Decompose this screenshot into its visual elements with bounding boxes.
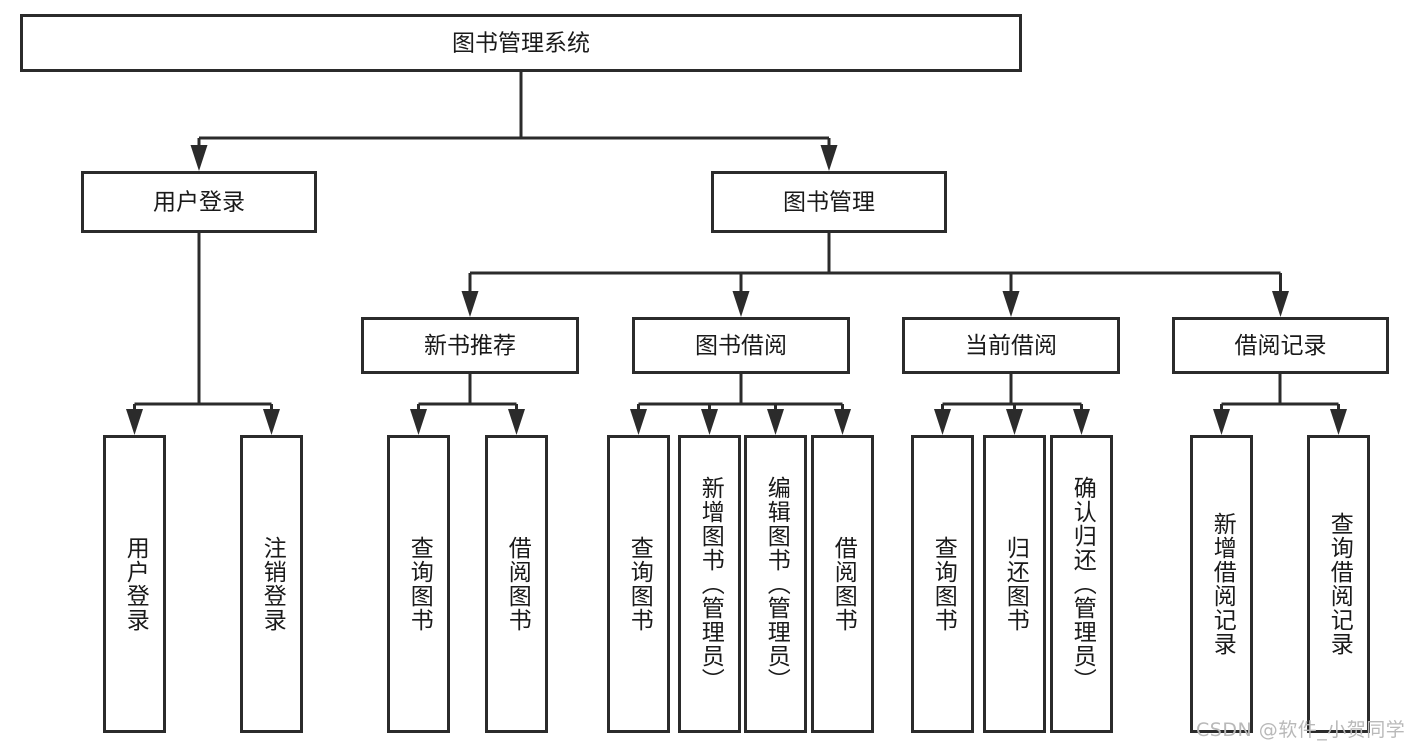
node-label: 用户登录 [153,190,245,216]
node-box[interactable] [1172,317,1389,374]
arrow-head-icon [410,409,427,435]
node-leaf-bk-add[interactable] [678,435,741,733]
node-label: 图书管理系统 [452,31,590,57]
node-leaf-bk-edit[interactable] [744,435,807,733]
node-box[interactable] [678,435,741,733]
conn-current-to-leaves [934,374,1090,435]
node-leaf-bk-borrow[interactable] [811,435,874,733]
node-leaf-nb-query[interactable] [387,435,450,733]
node-box[interactable] [361,317,579,374]
node-leaf-bk-query[interactable] [607,435,670,733]
node-root[interactable]: 图书管理系统 [20,14,1022,72]
arrow-head-icon [630,409,647,435]
conn-root-to-level2 [190,72,838,171]
node-login[interactable]: 用户登录 [81,171,317,233]
node-box[interactable] [711,171,947,233]
node-label: 借阅记录 [1235,333,1327,359]
arrow-head-icon [732,291,750,317]
node-box[interactable] [81,171,317,233]
arrow-head-icon [1213,409,1230,435]
arrow-head-icon [820,145,838,171]
node-label: 图书管理 [783,190,875,216]
node-bookmgmt[interactable]: 图书管理 [711,171,947,233]
node-label: 新书推荐 [424,333,516,359]
node-box[interactable] [240,435,303,733]
node-box[interactable] [485,435,548,733]
arrow-head-icon [767,409,784,435]
node-record[interactable]: 借阅记录 [1172,317,1389,374]
arrow-head-icon [1073,409,1090,435]
arrow-head-icon [263,409,280,435]
node-box[interactable] [1050,435,1113,733]
node-leaf-user-logout[interactable] [240,435,303,733]
arrow-head-icon [126,409,143,435]
node-box[interactable] [911,435,974,733]
csdn-watermark: CSDN @软件_小贺同学 [1196,719,1405,741]
arrow-head-icon [190,145,208,171]
node-borrow[interactable]: 图书借阅 [632,317,850,374]
node-box[interactable] [1190,435,1253,733]
node-box[interactable] [1307,435,1370,733]
conn-bookmgmt-to-level3 [461,233,1289,317]
arrow-head-icon [1006,409,1023,435]
node-current[interactable]: 当前借阅 [902,317,1120,374]
arrow-head-icon [1330,409,1347,435]
node-box[interactable] [20,14,1022,72]
node-leaf-cur-query[interactable] [911,435,974,733]
node-newbook[interactable]: 新书推荐 [361,317,579,374]
node-box[interactable] [811,435,874,733]
node-leaf-cur-return[interactable] [983,435,1046,733]
arrow-head-icon [1002,291,1020,317]
node-box[interactable] [632,317,850,374]
node-box[interactable] [103,435,166,733]
node-leaf-user-login[interactable] [103,435,166,733]
node-box[interactable] [983,435,1046,733]
conn-newbook-to-leaves [410,374,525,435]
arrow-head-icon [461,291,479,317]
node-box[interactable] [387,435,450,733]
arrow-head-icon [1272,291,1289,317]
node-label: 当前借阅 [965,333,1057,359]
node-box[interactable] [607,435,670,733]
arrow-head-icon [934,409,951,435]
conn-login-to-leaves [126,233,280,435]
node-leaf-nb-borrow[interactable] [485,435,548,733]
node-box[interactable] [744,435,807,733]
arrow-head-icon [701,409,718,435]
conn-borrow-to-leaves [630,374,851,435]
node-leaf-cur-confirm[interactable] [1050,435,1113,733]
arrow-head-icon [508,409,525,435]
node-label: 图书借阅 [695,333,787,359]
node-leaf-rec-add[interactable] [1190,435,1253,733]
arrow-head-icon [834,409,851,435]
node-box[interactable] [902,317,1120,374]
conn-record-to-leaves [1213,374,1347,435]
node-leaf-rec-query[interactable] [1307,435,1370,733]
